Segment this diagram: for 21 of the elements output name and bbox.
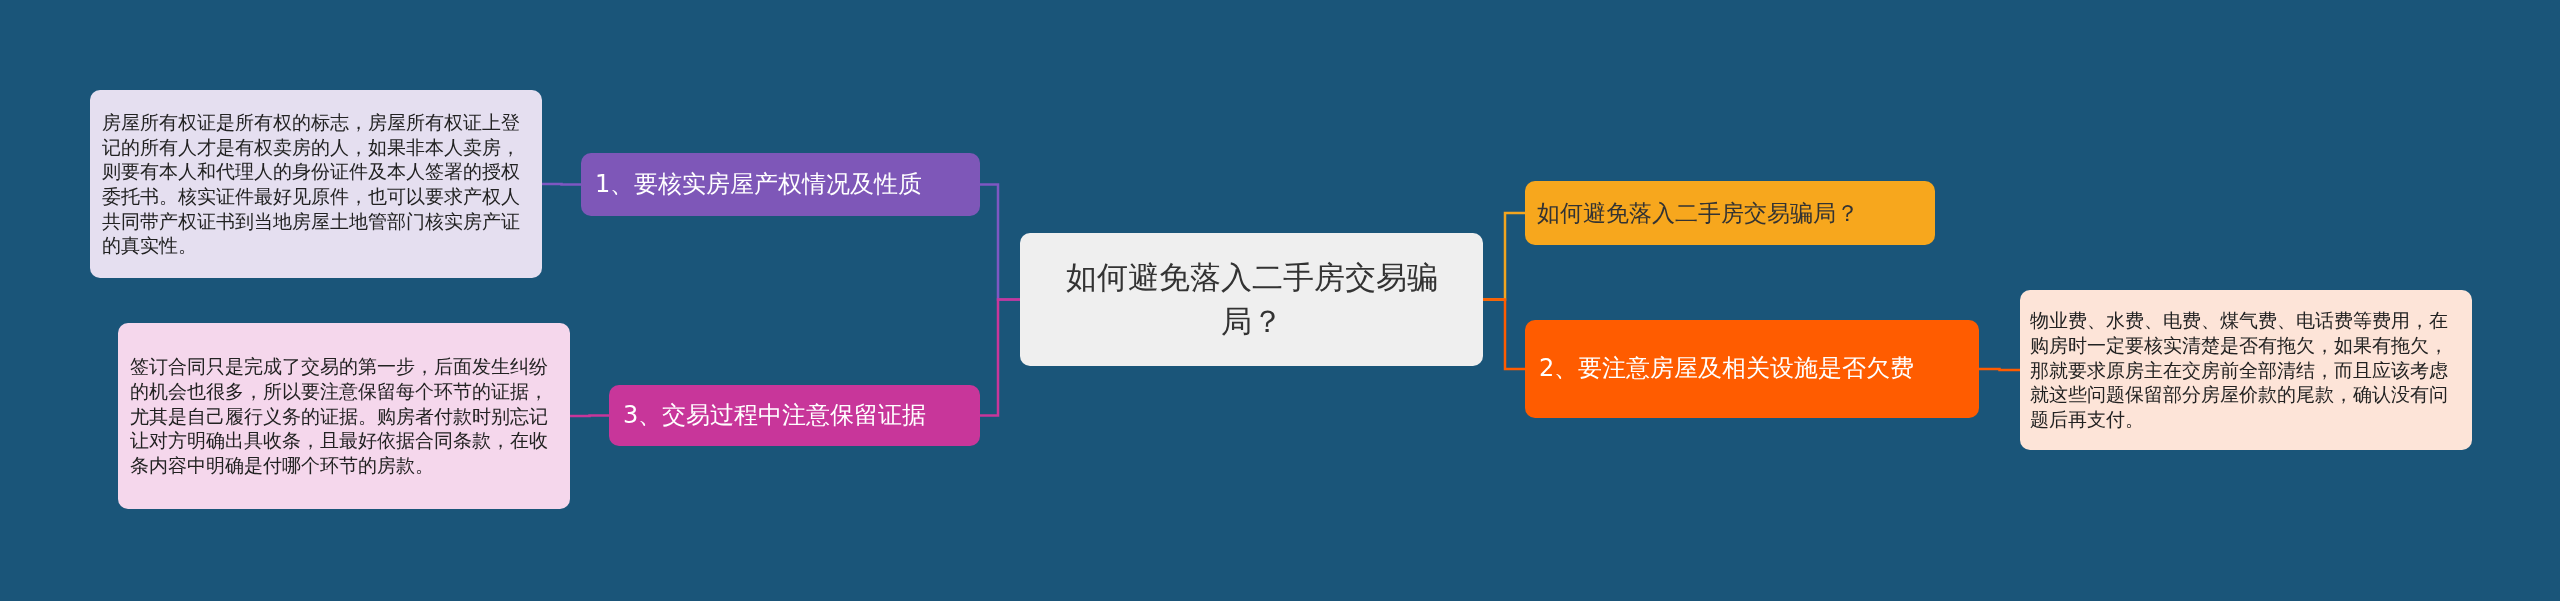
note-text: 房屋所有权证是所有权的标志，房屋所有权证上登记的所有人才是有权卖房的人，如果非本人卖房，则要有本人和代理人的身份证件及本人签署的授权委托书。核实证件最好见原件，也可以要求产权人共同带产权证书到当地房屋土地管部门核实房产证的真实性。: [102, 109, 521, 259]
note-box: [2020, 290, 2472, 450]
central-topic-box: [1020, 233, 1483, 366]
topic-text: 1、要核实房屋产权情况及性质: [595, 168, 923, 200]
connector-line: [1483, 298, 1525, 371]
connector-line: [980, 298, 1020, 417]
note-box: [118, 323, 570, 509]
branch-box: [1525, 181, 1935, 245]
note-text: 物业费、水费、电费、煤气费、电话费等费用，在购房时一定要核实清楚是否有拖欠，如果有拖欠，那就要求原房主在交房前全部清结，而且应该考虑就这些问题保留部分房屋价款的尾款，确认没有问题后再支付。: [2030, 308, 2449, 432]
branch-box: [1525, 320, 1979, 418]
connector-line: [1979, 367, 2020, 372]
branch-box: [581, 153, 980, 216]
topic-text: 如何避免落入二手房交易骗局？: [1064, 258, 1439, 341]
branch-box: [609, 385, 980, 446]
note-text: 签订合同只是完成了交易的第一步，后面发生纠纷的机会也很多，所以要注意保留每个环节的证据，尤其是自己履行义务的证据。购房者付款时别忘记让对方明确出具收条，且最好依据合同条款，在收条内容中明确是付哪个环节的房款。: [130, 354, 549, 478]
connector-line: [542, 182, 581, 186]
topic-text: 2、要注意房屋及相关设施是否欠费: [1539, 353, 1915, 385]
connector-line: [570, 414, 609, 418]
topic-text: 如何避免落入二手房交易骗局？: [1537, 198, 1859, 228]
topic-text: 3、交易过程中注意保留证据: [623, 399, 927, 431]
note-box: [90, 90, 542, 278]
